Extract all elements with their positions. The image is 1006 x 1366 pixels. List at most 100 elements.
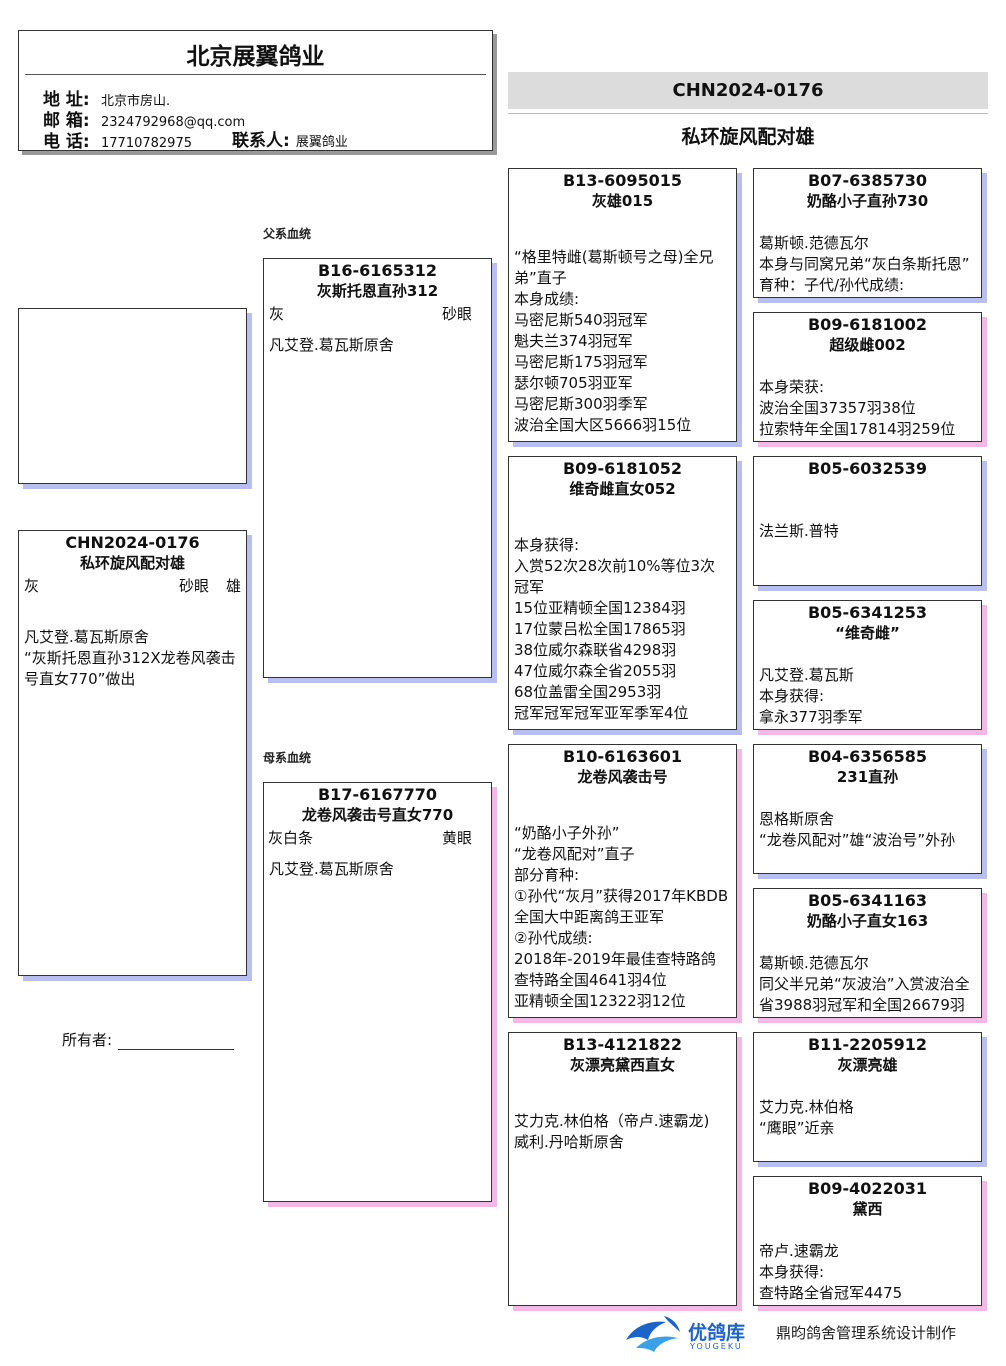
- ggp5-notes: 恩格斯原舍 “龙卷风配对”雄“波治号”外孙: [754, 809, 981, 851]
- note-line: 全国大中距离鸽王亚军: [514, 908, 665, 926]
- ggp3-name: [754, 479, 981, 499]
- note-line: 艾力克.林伯格（帝卢.速霸龙): [514, 1112, 710, 1130]
- note-line: 47位威尔森全省2055羽: [514, 662, 677, 680]
- gp3-name: 龙卷风袭击号: [577, 768, 668, 786]
- note-line: 部分育种:: [514, 866, 580, 884]
- phone-row: 电 话: 17710782975: [43, 127, 192, 151]
- ggp5-name: 231直孙: [836, 768, 899, 786]
- note-line: 本身荣获:: [759, 378, 825, 396]
- note-line: 艾力克.林伯格: [759, 1098, 854, 1116]
- great-grandparent-card-6: B05-6341163 奶酪小子直女163 葛斯顿.范德瓦尔 同父半兄弟“灰波治…: [753, 888, 982, 1018]
- ggp6-ring: B05-6341163: [807, 891, 928, 910]
- note-line: 本身获得:: [759, 687, 825, 705]
- ggp2-notes: 本身荣获: 波治全国37357羽38位 拉索特年全国17814羽259位: [754, 377, 981, 440]
- note-line: “龙卷风配对”直子: [514, 845, 635, 863]
- note-line: “格里特雌(葛斯顿号之母)全兄: [514, 248, 714, 266]
- address-label: 地 址:: [43, 90, 90, 110]
- note-line: 冠军冠军冠军亚军季军4位: [514, 704, 689, 722]
- sire-notes: 凡艾登.葛瓦斯原舍: [264, 335, 491, 356]
- phone-label: 电 话:: [43, 132, 90, 151]
- sire-ring: B16-6165312: [317, 261, 438, 280]
- note-line: 葛斯顿.范德瓦尔: [759, 234, 869, 252]
- note-line: 凡艾登.葛瓦斯原舍: [269, 860, 394, 878]
- ggp2-ring: B09-6181002: [807, 315, 928, 334]
- note-line: 本身获得:: [759, 1263, 825, 1281]
- ggp8-ring: B09-4022031: [807, 1179, 928, 1198]
- note-line: 本身成绩:: [514, 290, 580, 308]
- ggp3-ring: B05-6032539: [807, 459, 928, 478]
- subject-name: 私环旋风配对雄: [79, 554, 185, 572]
- contact-row: 联系人:展翼鸽业: [232, 126, 348, 150]
- note-line: 波治全国大区5666羽15位: [514, 416, 692, 434]
- dam-color: 灰白条: [268, 829, 314, 847]
- gp2-ring: B09-6181052: [562, 459, 683, 478]
- header-ring: CHN2024-0176: [508, 72, 988, 109]
- note-line: 育种：子代/孙代成绩:: [759, 276, 905, 294]
- note-line: 冠军: [514, 578, 545, 596]
- note-line: 38位威尔森联省4298羽: [514, 641, 677, 659]
- subject-eye: 砂眼: [179, 577, 210, 595]
- ggp1-name: 奶酪小子直孙730: [806, 192, 929, 210]
- sire-eye: 砂眼: [442, 305, 473, 323]
- note-line: 凡艾登.葛瓦斯原舍: [269, 336, 394, 354]
- great-grandparent-card-5: B04-6356585 231直孙 恩格斯原舍 “龙卷风配对”雄“波治号”外孙: [753, 744, 982, 874]
- address-row: 地 址:北京市房山.: [43, 85, 170, 110]
- subject-attrs: 灰 砂眼 雄: [19, 573, 246, 595]
- note-line: 法兰斯.普特: [759, 522, 839, 540]
- logo-text: 优鸽库: [688, 1322, 746, 1344]
- note-line: 马密尼斯540羽冠军: [514, 311, 648, 329]
- note-line: 本身与同窝兄弟“灰白条斯托恩”: [759, 255, 970, 273]
- grandparent-card-1: B13-6095015 灰雄015 “格里特雌(葛斯顿号之母)全兄 弟”直子 本…: [508, 168, 737, 442]
- dam-ring: B17-6167770: [317, 785, 438, 804]
- sire-line-label: 父系血统: [263, 227, 312, 241]
- ggp5-ring: B04-6356585: [807, 747, 928, 766]
- subject-ring: CHN2024-0176: [65, 533, 200, 552]
- note-line: 68位盖雷全国2953羽: [514, 683, 662, 701]
- note-line: 拉索特年全国17814羽259位: [759, 420, 956, 438]
- ggp7-ring: B11-2205912: [807, 1035, 928, 1054]
- header-divider: [508, 113, 988, 114]
- note-line: 查特路全国4641羽4位: [514, 971, 667, 989]
- note-line: “龙卷风配对”雄“波治号”外孙: [759, 831, 956, 849]
- breeder-name: 北京展翼鸽业: [186, 44, 325, 70]
- note-line: 凡艾登.葛瓦斯原舍: [24, 628, 149, 646]
- great-grandparent-card-2: B09-6181002 超级雌002 本身荣获: 波治全国37357羽38位 拉…: [753, 312, 982, 442]
- sire-color: 灰: [269, 305, 285, 323]
- photo-frame: [18, 308, 247, 484]
- note-line: 威利.丹哈斯原舍: [514, 1133, 624, 1151]
- breeder-info: 北京展翼鸽业 地 址:北京市房山. 邮 箱:2324792968@qq.com …: [18, 30, 493, 151]
- great-grandparent-card-7: B11-2205912 灰漂亮雄 艾力克.林伯格 “鹰眼”近亲: [753, 1032, 982, 1162]
- gp4-ring: B13-4121822: [562, 1035, 683, 1054]
- ggp3-notes: 法兰斯.普特: [754, 521, 981, 542]
- contact-value: 展翼鸽业: [295, 135, 348, 150]
- note-line: 马密尼斯175羽冠军: [514, 353, 648, 371]
- dam-attrs: 灰白条 黄眼: [264, 825, 491, 847]
- ggp6-notes: 葛斯顿.范德瓦尔 同父半兄弟“灰波治”入赏波治全 省3988羽冠军和全国2667…: [754, 953, 981, 1016]
- note-line: 魁夫兰374羽冠军: [514, 332, 633, 350]
- phone-value: 17710782975: [101, 136, 192, 151]
- note-line: 同父半兄弟“灰波治”入赏波治全: [759, 975, 970, 993]
- great-grandparent-card-3: B05-6032539 法兰斯.普特: [753, 456, 982, 586]
- gp3-ring: B10-6163601: [562, 747, 683, 766]
- gp1-name: 灰雄015: [591, 192, 654, 210]
- note-line: 波治全国37357羽38位: [759, 399, 916, 417]
- email-value: 2324792968@qq.com: [101, 115, 246, 130]
- note-line: 凡艾登.葛瓦斯: [759, 666, 854, 684]
- note-line: “灰斯托恩直孙312X龙卷风袭击号直女770”做出: [24, 649, 236, 688]
- gp1-notes: “格里特雌(葛斯顿号之母)全兄 弟”直子 本身成绩: 马密尼斯540羽冠军 魁夫…: [509, 247, 736, 436]
- ggp2-name: 超级雌002: [829, 336, 906, 354]
- note-line: 帝卢.速霸龙: [759, 1242, 839, 1260]
- header-name: 私环旋风配对雄: [681, 126, 815, 148]
- owner-line: [118, 1035, 235, 1050]
- note-line: 17位蒙吕松全国17865羽: [514, 620, 686, 638]
- ggp7-notes: 艾力克.林伯格 “鹰眼”近亲: [754, 1097, 981, 1139]
- note-line: 马密尼斯300羽季军: [514, 395, 648, 413]
- owner-field: 所有者:: [62, 1029, 235, 1050]
- note-line: 亚精顿全国12322羽12位: [514, 992, 686, 1010]
- ggp1-ring: B07-6385730: [807, 171, 928, 190]
- sire-name: 灰斯托恩直孙312: [316, 282, 439, 300]
- gp2-name: 维奇雌直女052: [569, 480, 676, 498]
- note-line: ②孙代成绩:: [514, 929, 593, 947]
- ggp4-ring: B05-6341253: [807, 603, 928, 622]
- ggp6-name: 奶酪小子直女163: [806, 912, 929, 930]
